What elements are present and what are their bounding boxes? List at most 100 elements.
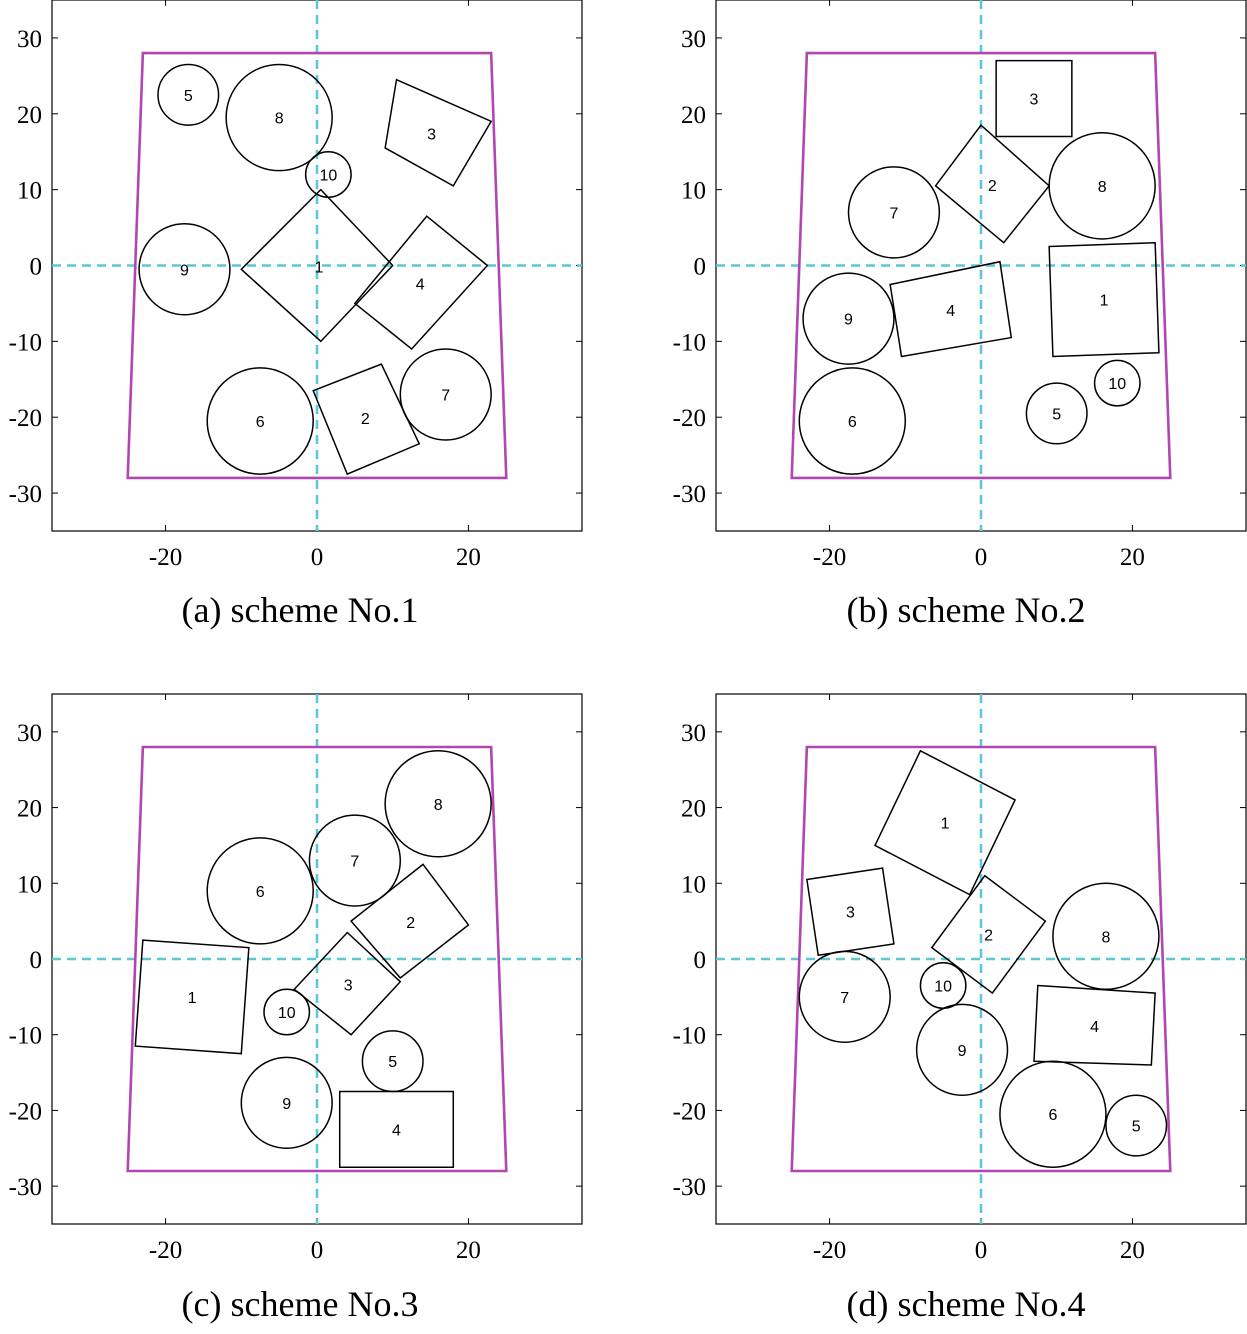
object-label: 7 xyxy=(840,990,849,1007)
rectangle-object-1 xyxy=(1048,241,1160,358)
y-tick-label: 0 xyxy=(30,947,43,974)
y-tick-label: -20 xyxy=(673,405,706,432)
rectangle-object-3 xyxy=(384,78,493,187)
rectangle-object-3 xyxy=(806,867,895,957)
circle-object-9 xyxy=(915,1003,1009,1097)
x-tick-label: 20 xyxy=(456,544,481,571)
circle-object-6 xyxy=(999,1060,1107,1168)
object-label: 4 xyxy=(1090,1019,1099,1036)
object-label: 5 xyxy=(1052,406,1061,423)
object-label: 3 xyxy=(846,905,855,922)
rectangle-object-4 xyxy=(353,215,489,350)
y-tick-label: 20 xyxy=(17,796,42,823)
circle-object-9 xyxy=(802,272,895,365)
y-tick-label: -10 xyxy=(9,1023,42,1050)
y-tick-label: 10 xyxy=(681,178,706,205)
y-tick-label: 30 xyxy=(17,720,42,747)
object-label: 10 xyxy=(278,1005,296,1022)
object-label: 7 xyxy=(441,387,450,404)
object-label: 5 xyxy=(1132,1119,1141,1136)
y-tick-label: -10 xyxy=(673,1023,706,1050)
object-label: 3 xyxy=(1030,92,1039,109)
panel-caption: (a) scheme No.1 xyxy=(182,590,419,630)
object-label: 2 xyxy=(984,927,993,944)
y-tick-label: -20 xyxy=(9,1098,42,1125)
object-label: 1 xyxy=(188,990,197,1007)
circle-object-5 xyxy=(1105,1094,1168,1157)
rectangle-object-4 xyxy=(889,260,1013,358)
y-tick-label: 30 xyxy=(681,720,706,747)
circle-object-9 xyxy=(240,1056,333,1150)
rectangle-object-1 xyxy=(240,188,394,343)
x-tick-label: 20 xyxy=(1120,544,1145,571)
container-boundary xyxy=(126,51,508,480)
y-tick-label: -30 xyxy=(673,481,706,508)
object-label: 5 xyxy=(388,1054,397,1071)
x-tick-label: 0 xyxy=(311,544,324,571)
y-tick-label: -20 xyxy=(673,1098,706,1125)
y-tick-label: 0 xyxy=(30,254,43,281)
circle-object-10 xyxy=(263,988,311,1036)
object-label: 4 xyxy=(416,277,425,294)
object-label: 8 xyxy=(1098,179,1107,196)
object-label: 8 xyxy=(1101,929,1110,946)
y-tick-label: -20 xyxy=(9,405,42,432)
object-label: 2 xyxy=(361,411,370,428)
rectangle-object-2 xyxy=(349,863,470,979)
y-tick-label: -10 xyxy=(673,329,706,356)
circle-object-7 xyxy=(399,348,492,441)
object-label: 6 xyxy=(256,884,265,901)
object-label: 9 xyxy=(844,312,853,329)
y-tick-label: -30 xyxy=(673,1174,706,1201)
rectangle-object-2 xyxy=(312,363,421,476)
object-label: 3 xyxy=(344,978,353,995)
circle-object-8 xyxy=(225,63,333,172)
circle-object-8 xyxy=(384,750,492,858)
object-label: 1 xyxy=(1100,293,1109,310)
container-boundary xyxy=(790,745,1172,1173)
object-label: 10 xyxy=(934,979,952,996)
y-tick-label: 10 xyxy=(17,871,42,898)
circle-object-8 xyxy=(1048,132,1156,240)
x-tick-label: -20 xyxy=(149,544,182,571)
object-label: 3 xyxy=(427,127,436,144)
object-label: 4 xyxy=(392,1122,401,1139)
object-label: 9 xyxy=(282,1096,291,1113)
circle-object-5 xyxy=(157,63,220,126)
circle-object-9 xyxy=(138,223,231,316)
container-boundary xyxy=(790,51,1172,480)
y-tick-label: 20 xyxy=(17,102,42,129)
panel-caption: (d) scheme No.4 xyxy=(847,1284,1086,1324)
x-tick-label: -20 xyxy=(149,1237,182,1264)
object-label: 6 xyxy=(848,414,857,431)
x-tick-label: 0 xyxy=(975,544,988,571)
circle-object-5 xyxy=(361,1030,424,1093)
circle-object-8 xyxy=(1052,882,1160,991)
object-label: 10 xyxy=(1108,376,1126,393)
y-tick-label: 20 xyxy=(681,102,706,129)
x-tick-label: -20 xyxy=(813,544,846,571)
y-tick-label: 0 xyxy=(694,947,707,974)
x-tick-label: 20 xyxy=(1120,1237,1145,1264)
x-tick-label: -20 xyxy=(813,1237,846,1264)
object-label: 9 xyxy=(958,1043,967,1060)
circle-object-7 xyxy=(847,166,941,259)
y-tick-label: -30 xyxy=(9,1174,42,1201)
circle-object-7 xyxy=(798,950,891,1044)
rectangle-object-2 xyxy=(930,874,1047,995)
x-tick-label: 0 xyxy=(975,1237,988,1264)
object-label: 8 xyxy=(275,111,284,128)
object-label: 7 xyxy=(350,854,359,871)
object-label: 6 xyxy=(1048,1107,1057,1124)
y-tick-label: 10 xyxy=(681,871,706,898)
object-label: 4 xyxy=(946,303,955,320)
x-tick-label: 0 xyxy=(311,1237,324,1264)
rectangle-object-3 xyxy=(293,931,402,1036)
circle-object-6 xyxy=(206,367,314,475)
object-label: 5 xyxy=(184,88,193,105)
y-tick-label: 0 xyxy=(694,254,707,281)
circle-object-5 xyxy=(1025,382,1088,445)
